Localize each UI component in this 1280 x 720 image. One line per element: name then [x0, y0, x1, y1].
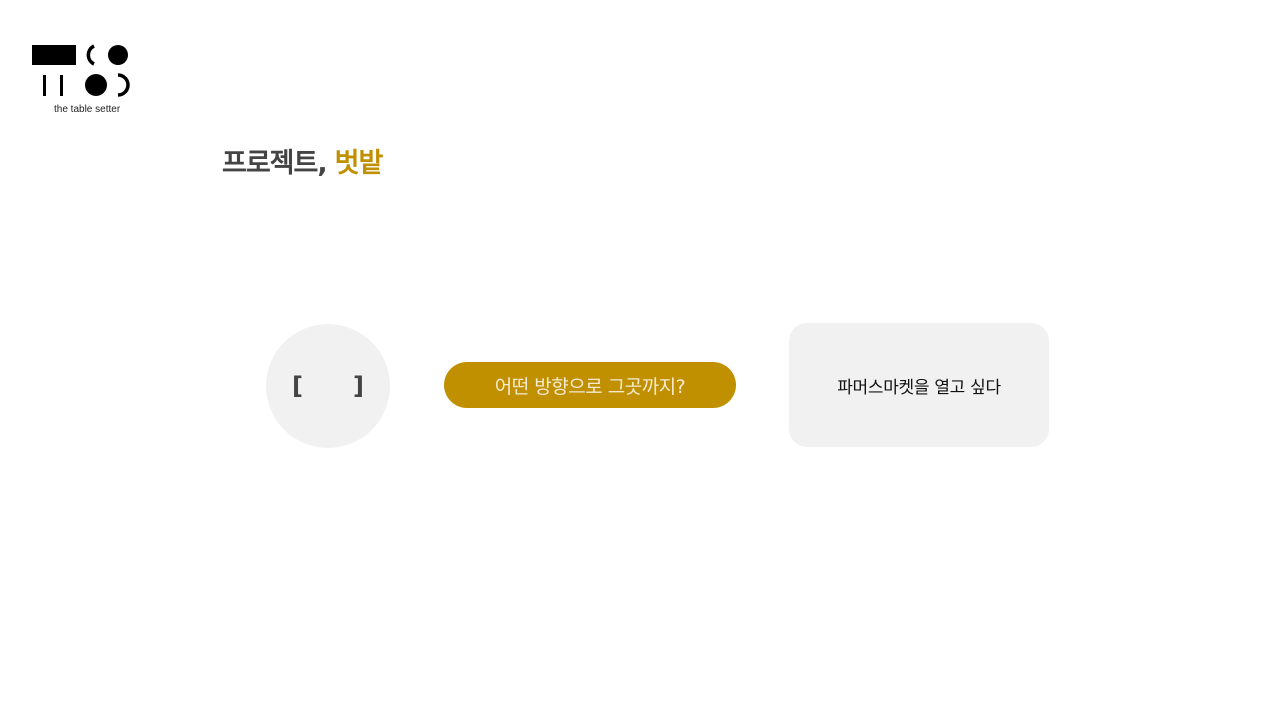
logo-tagline: the table setter: [54, 104, 121, 115]
page-title: 프로젝트,벗밭: [222, 146, 384, 182]
page-title-main: 프로젝트,: [222, 148, 328, 179]
placeholder-circle: [ ]: [266, 324, 390, 448]
page-title-accent: 벗밭: [334, 148, 384, 179]
brand-logo: the table setter: [32, 44, 132, 116]
question-pill: 어떤 방향으로 그곳까지?: [444, 362, 736, 408]
logo-mark-icon: [32, 44, 130, 97]
answer-card: 파머스마켓을 열고 싶다: [789, 323, 1049, 447]
